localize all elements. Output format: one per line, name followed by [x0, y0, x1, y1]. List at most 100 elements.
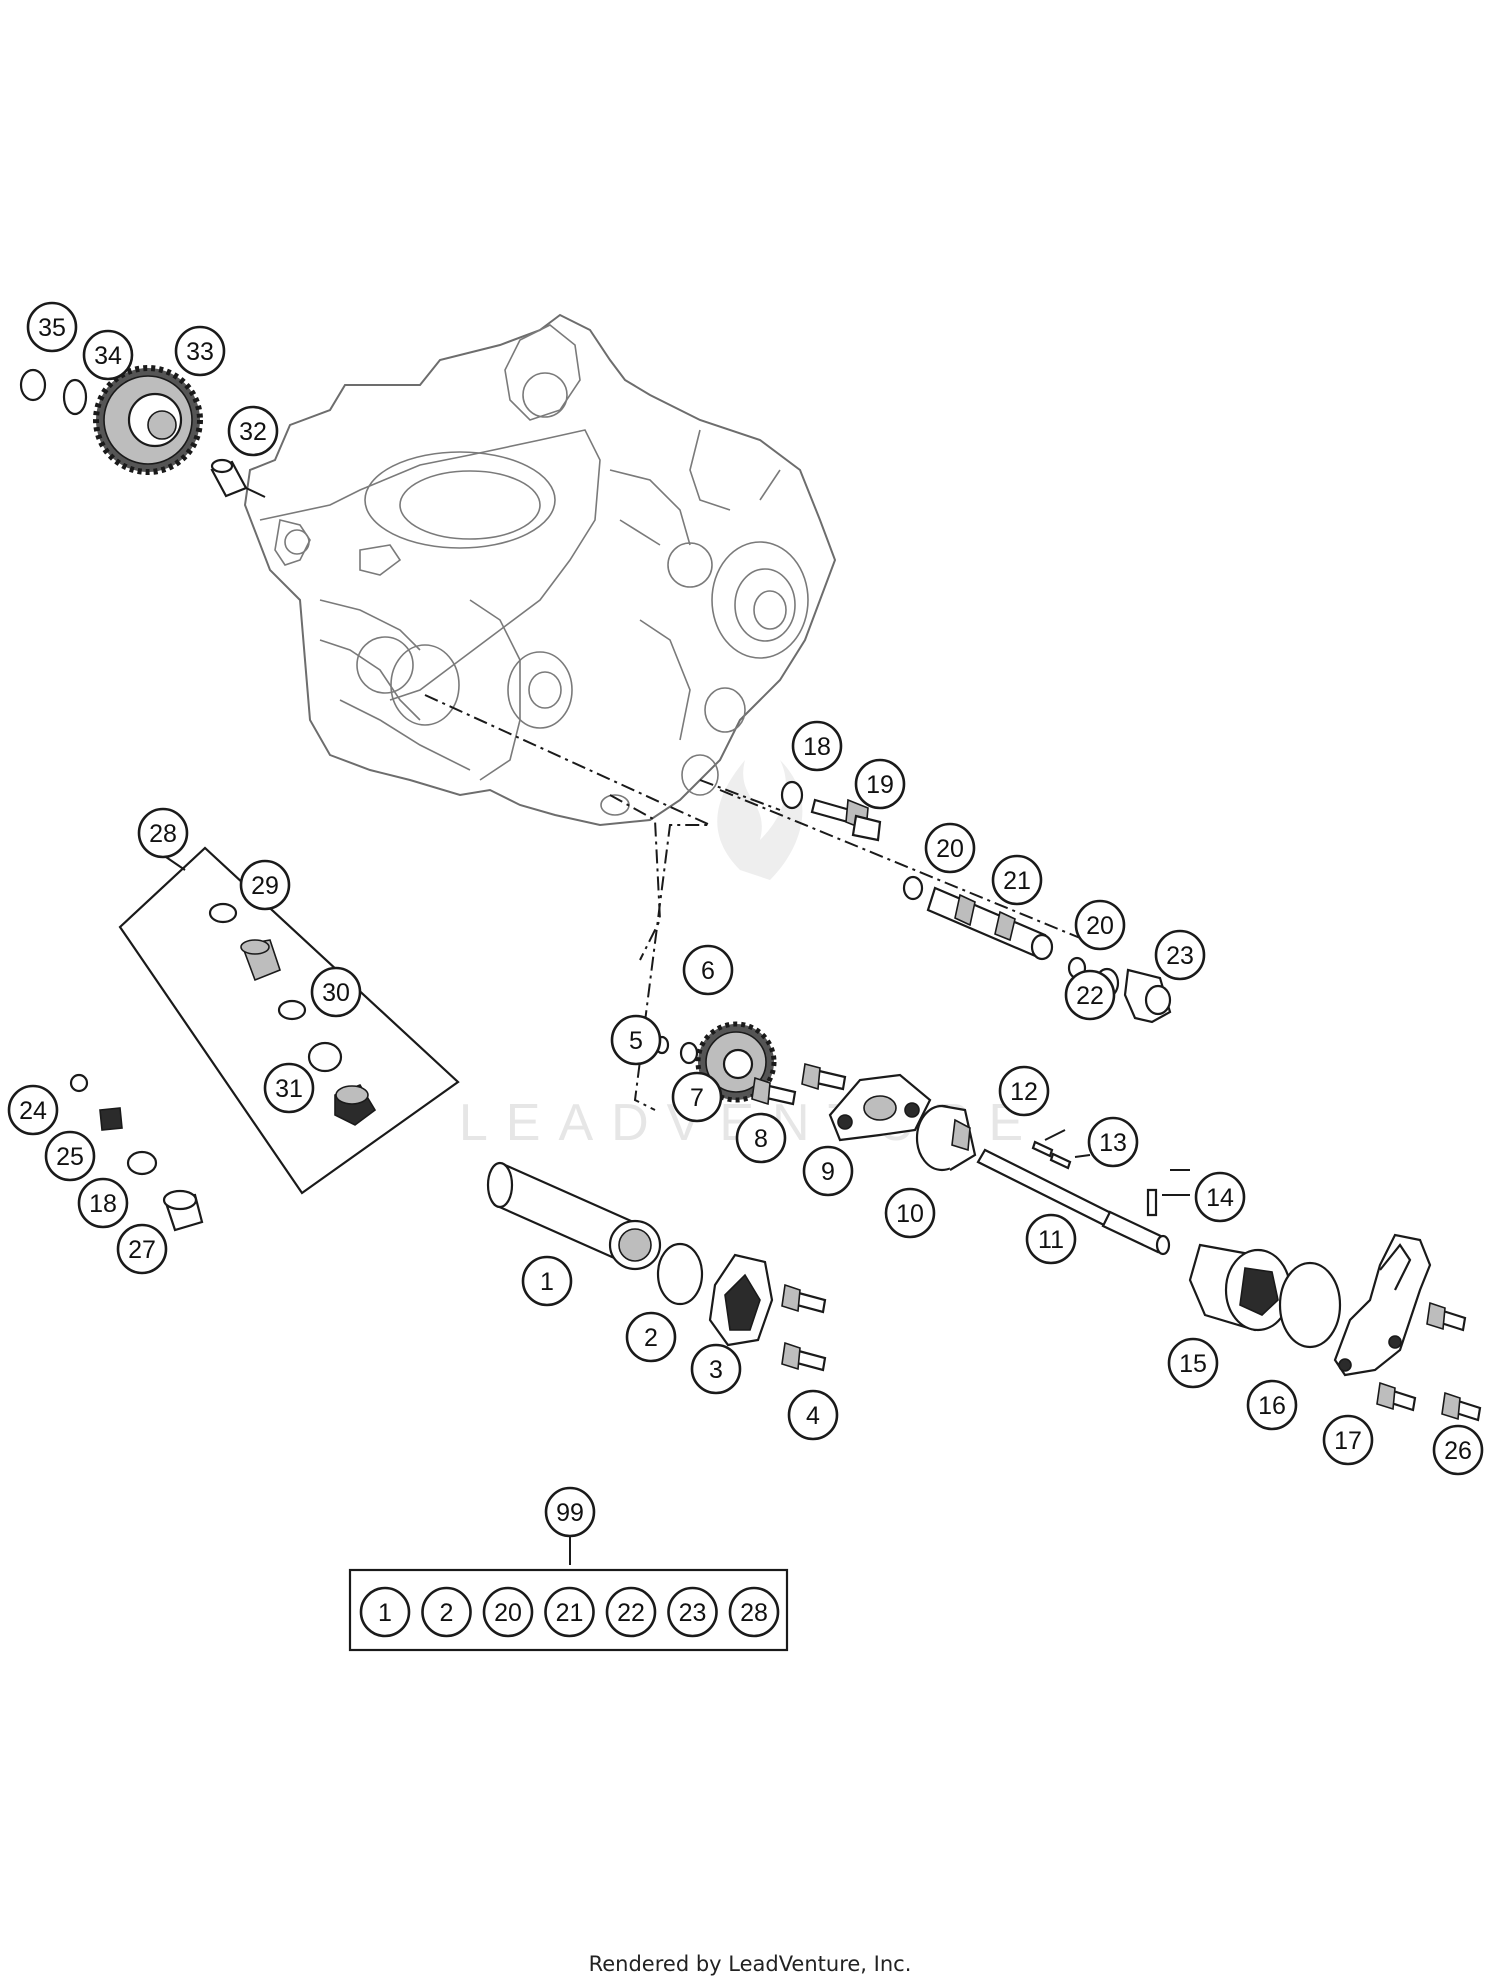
callout-circle	[82, 329, 134, 381]
callout-circle	[1194, 1171, 1246, 1223]
oring-20a-part	[902, 875, 924, 901]
callout-circle	[44, 1130, 96, 1182]
callout-circle	[854, 758, 906, 810]
bushing-part	[210, 458, 266, 498]
washer-18-left-part	[126, 1150, 158, 1176]
callout-label: 11	[1038, 1226, 1064, 1254]
callout-label: 31	[275, 1075, 303, 1103]
callout-label: 22	[1076, 982, 1104, 1010]
kit-item-label: 23	[679, 1599, 707, 1627]
valve-part	[240, 939, 281, 982]
callout-30: 30	[310, 966, 362, 1018]
kit-item-23: 23	[667, 1586, 718, 1638]
callout-label: 20	[936, 835, 964, 863]
callout-24: 24	[7, 1084, 59, 1136]
plug-27-part	[162, 1189, 204, 1232]
callout-7: 7	[671, 1071, 723, 1123]
callout-label: 33	[186, 338, 214, 366]
callout-circle	[1432, 1424, 1484, 1476]
callout-label: 7	[690, 1084, 704, 1112]
callout-3: 3	[690, 1343, 742, 1395]
callout-label: 21	[1003, 867, 1031, 895]
callout-10: 10	[884, 1187, 936, 1239]
callout-circle	[1322, 1414, 1374, 1466]
callout-14: 14	[1194, 1171, 1246, 1223]
kit-item-21: 21	[544, 1586, 595, 1638]
kit-item-circle	[359, 1586, 411, 1638]
spring-25-part	[99, 1107, 123, 1131]
kit-item-label: 22	[617, 1599, 645, 1627]
callout-circle	[1154, 929, 1206, 981]
callout-label: 9	[821, 1158, 835, 1186]
screw-plug-23-part	[1123, 968, 1172, 1024]
pin-13-part	[1049, 1152, 1072, 1170]
callout-label: 13	[1099, 1129, 1127, 1157]
valve-cap-part	[334, 1084, 377, 1126]
ball-24-part	[69, 1073, 89, 1093]
kit-item-label: 21	[556, 1599, 584, 1627]
callout-11: 11	[1025, 1213, 1077, 1265]
callout-circle	[1074, 899, 1126, 951]
callout-circle	[1064, 969, 1116, 1021]
callout-label: 10	[896, 1200, 924, 1228]
kit-item-1: 1	[359, 1586, 411, 1638]
callout-2: 2	[625, 1311, 677, 1363]
callout-label: 35	[38, 314, 66, 342]
callout-18: 18	[77, 1177, 129, 1229]
callout-label: 18	[803, 733, 831, 761]
rotor-10-part	[915, 1104, 977, 1172]
plug-screw-part	[810, 798, 882, 842]
callout-circle	[924, 822, 976, 874]
callout-23: 23	[1154, 929, 1206, 981]
callout-circle	[1246, 1379, 1298, 1431]
callout-label: 6	[701, 957, 715, 985]
callout-33: 33	[174, 325, 226, 377]
kit-99-box	[348, 1568, 789, 1652]
callout-16: 16	[1246, 1379, 1298, 1431]
washer-6-part	[679, 1041, 699, 1065]
oil-filter-1-part	[486, 1161, 662, 1271]
callout-circle	[991, 854, 1043, 906]
kit-item-circle	[667, 1586, 718, 1638]
kit-item-22: 22	[605, 1586, 657, 1638]
callout-circle	[116, 1223, 168, 1275]
washer-part	[62, 378, 88, 416]
callout-label: 30	[322, 979, 350, 1007]
engine-crankcase	[243, 313, 837, 827]
callout-label: 17	[1334, 1427, 1362, 1455]
kit-item-circle	[544, 1586, 595, 1638]
callout-15: 15	[1167, 1337, 1219, 1389]
callout-5: 5	[610, 1014, 662, 1066]
callout-27: 27	[116, 1223, 168, 1275]
callout-label: 28	[149, 820, 177, 848]
bolt-26-part	[1376, 1301, 1482, 1422]
kit-item-label: 2	[440, 1599, 454, 1627]
oring-16-part	[1278, 1261, 1342, 1349]
callout-circle	[998, 1065, 1050, 1117]
callout-label: 25	[56, 1143, 84, 1171]
callout-label: 20	[1086, 912, 1114, 940]
kit-item-circle	[421, 1586, 472, 1638]
callout-label: 24	[19, 1097, 47, 1125]
gear-part	[93, 365, 203, 475]
callout-label: 5	[629, 1027, 643, 1055]
callout-circle	[174, 325, 226, 377]
callout-label: 1	[540, 1268, 554, 1296]
callout-31: 31	[263, 1062, 315, 1114]
shaft-21-part	[926, 886, 1054, 961]
callout-12: 12	[998, 1065, 1050, 1117]
callout-label: 99	[556, 1499, 584, 1527]
pin-14-part	[1146, 1188, 1190, 1217]
callout-circle	[310, 966, 362, 1018]
callout-circle	[884, 1187, 936, 1239]
callout-label: 34	[94, 342, 122, 370]
kit-item-label: 20	[494, 1599, 522, 1627]
callout-circle	[1087, 1116, 1139, 1168]
kit-item-20: 20	[482, 1586, 534, 1638]
callout-circle	[791, 720, 843, 772]
callout-9: 9	[802, 1145, 854, 1197]
oring-2-part	[656, 1242, 704, 1306]
callout-25: 25	[44, 1130, 96, 1182]
callout-label: 18	[89, 1190, 117, 1218]
